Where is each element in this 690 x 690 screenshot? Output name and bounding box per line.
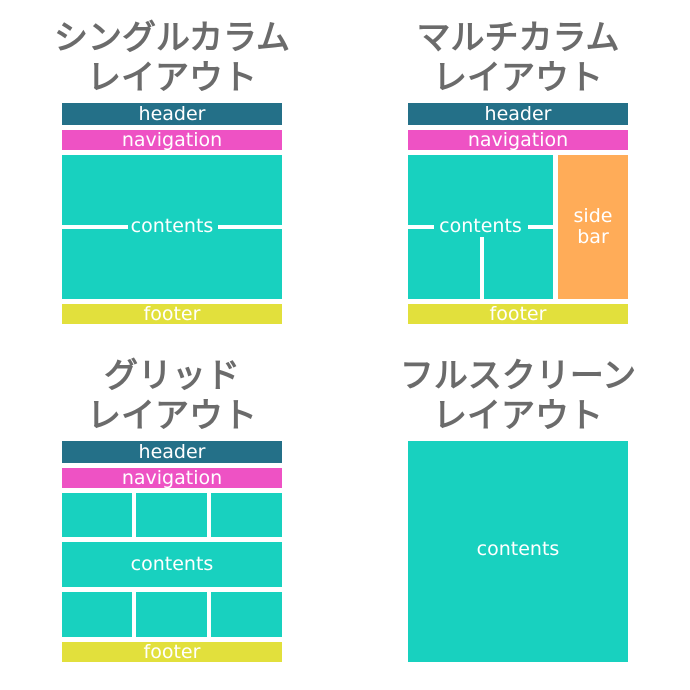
single-column-footer-label: footer [143, 303, 201, 325]
single-column-footer: footer [62, 303, 282, 325]
single-column-title-line2: レイアウト [87, 58, 257, 98]
grid-header-label: header [138, 441, 206, 463]
multi-column-navigation-label: navigation [467, 129, 569, 151]
multi-column-divider-left [408, 225, 434, 229]
multi-column-divider-vertical [480, 237, 484, 299]
multi-column-footer: footer [408, 303, 628, 325]
grid-row-divider-2 [62, 587, 282, 592]
grid-contents-label: contents [130, 553, 214, 575]
full-screen-title-line2: レイアウト [433, 396, 603, 436]
multi-column-divider-right [528, 225, 553, 229]
multi-column-title-line2: レイアウト [433, 58, 603, 98]
multi-column-title: マルチカラム レイアウト [368, 18, 668, 98]
multi-column-navigation: navigation [408, 129, 628, 151]
multi-column-footer-label: footer [489, 303, 547, 325]
single-column-navigation: navigation [62, 129, 282, 151]
grid-header: header [62, 441, 282, 463]
multi-column-contents-label: contents [439, 215, 522, 237]
single-column-title-line1: シングルカラム [54, 18, 290, 58]
grid-row-divider-1 [62, 537, 282, 542]
single-column-title: シングルカラム レイアウト [22, 18, 322, 98]
full-screen-title-line1: フルスクリーン [399, 356, 637, 396]
grid-navigation: navigation [62, 467, 282, 489]
single-column-contents: contents [62, 155, 282, 299]
single-column-contents-label: contents [130, 215, 214, 237]
multi-column-sidebar: side bar [558, 155, 628, 299]
full-screen-title: フルスクリーン レイアウト [368, 356, 668, 436]
grid-contents: contents [62, 493, 282, 637]
single-column-divider-left [62, 225, 128, 229]
single-column-header: header [62, 103, 282, 125]
grid-center-label-bg [132, 542, 211, 587]
multi-column-header-label: header [484, 103, 552, 125]
multi-column-sidebar-label-line1: side [573, 205, 613, 227]
full-screen-contents: contents [408, 441, 628, 662]
multi-column-title-line1: マルチカラム [416, 18, 620, 58]
grid-title-line1: グリッド [104, 356, 240, 396]
single-column-divider-right [218, 225, 282, 229]
multi-column-contents: contents [408, 155, 553, 299]
grid-footer-label: footer [143, 641, 201, 663]
single-column-header-label: header [138, 103, 206, 125]
grid-navigation-label: navigation [121, 467, 223, 489]
full-screen-contents-label: contents [476, 538, 560, 560]
single-column-navigation-label: navigation [121, 129, 223, 151]
multi-column-sidebar-label-line2: bar [577, 226, 609, 248]
grid-footer: footer [62, 641, 282, 663]
grid-title: グリッド レイアウト [22, 356, 322, 436]
grid-title-line2: レイアウト [87, 396, 257, 436]
multi-column-header: header [408, 103, 628, 125]
